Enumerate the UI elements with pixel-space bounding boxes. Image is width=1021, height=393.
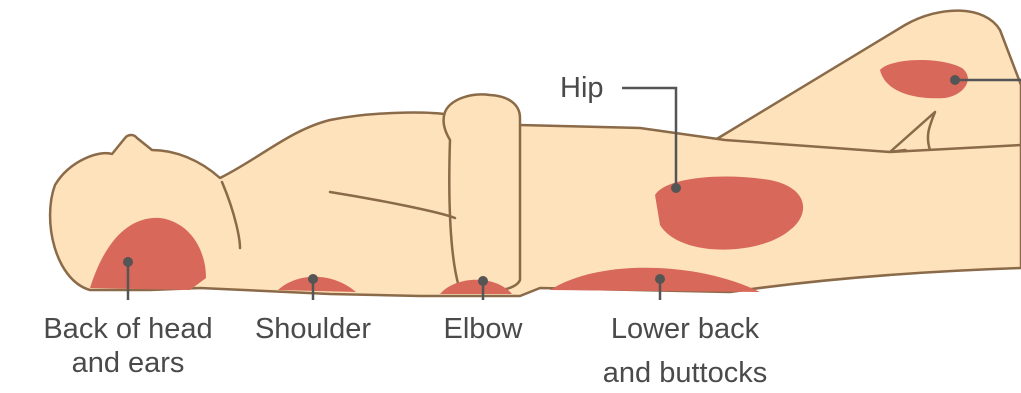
- pointer-dot-lower-back: [655, 274, 665, 284]
- label-lower-back-line1: Lower back: [560, 312, 810, 346]
- label-head-line1: Back of head: [8, 312, 248, 346]
- pointer-dot-elbow: [478, 276, 488, 286]
- pointer-dot-head: [123, 257, 133, 267]
- label-elbow: Elbow: [424, 312, 542, 346]
- label-lower-back: Lower back and buttocks: [560, 312, 810, 390]
- label-elbow-text: Elbow: [424, 312, 542, 346]
- label-head-line2: and ears: [8, 346, 248, 380]
- pointer-dot-hip: [671, 183, 681, 193]
- label-shoulder-text: Shoulder: [238, 312, 388, 346]
- label-hip: Hip: [560, 71, 622, 105]
- label-lower-back-line2: and buttocks: [560, 356, 810, 390]
- pointer-dot-shoulder: [308, 274, 318, 284]
- crossed-arm: [444, 94, 520, 292]
- label-hip-text: Hip: [560, 71, 622, 105]
- label-head: Back of head and ears: [8, 312, 248, 380]
- label-shoulder: Shoulder: [238, 312, 388, 346]
- pointer-dot-knee: [950, 75, 960, 85]
